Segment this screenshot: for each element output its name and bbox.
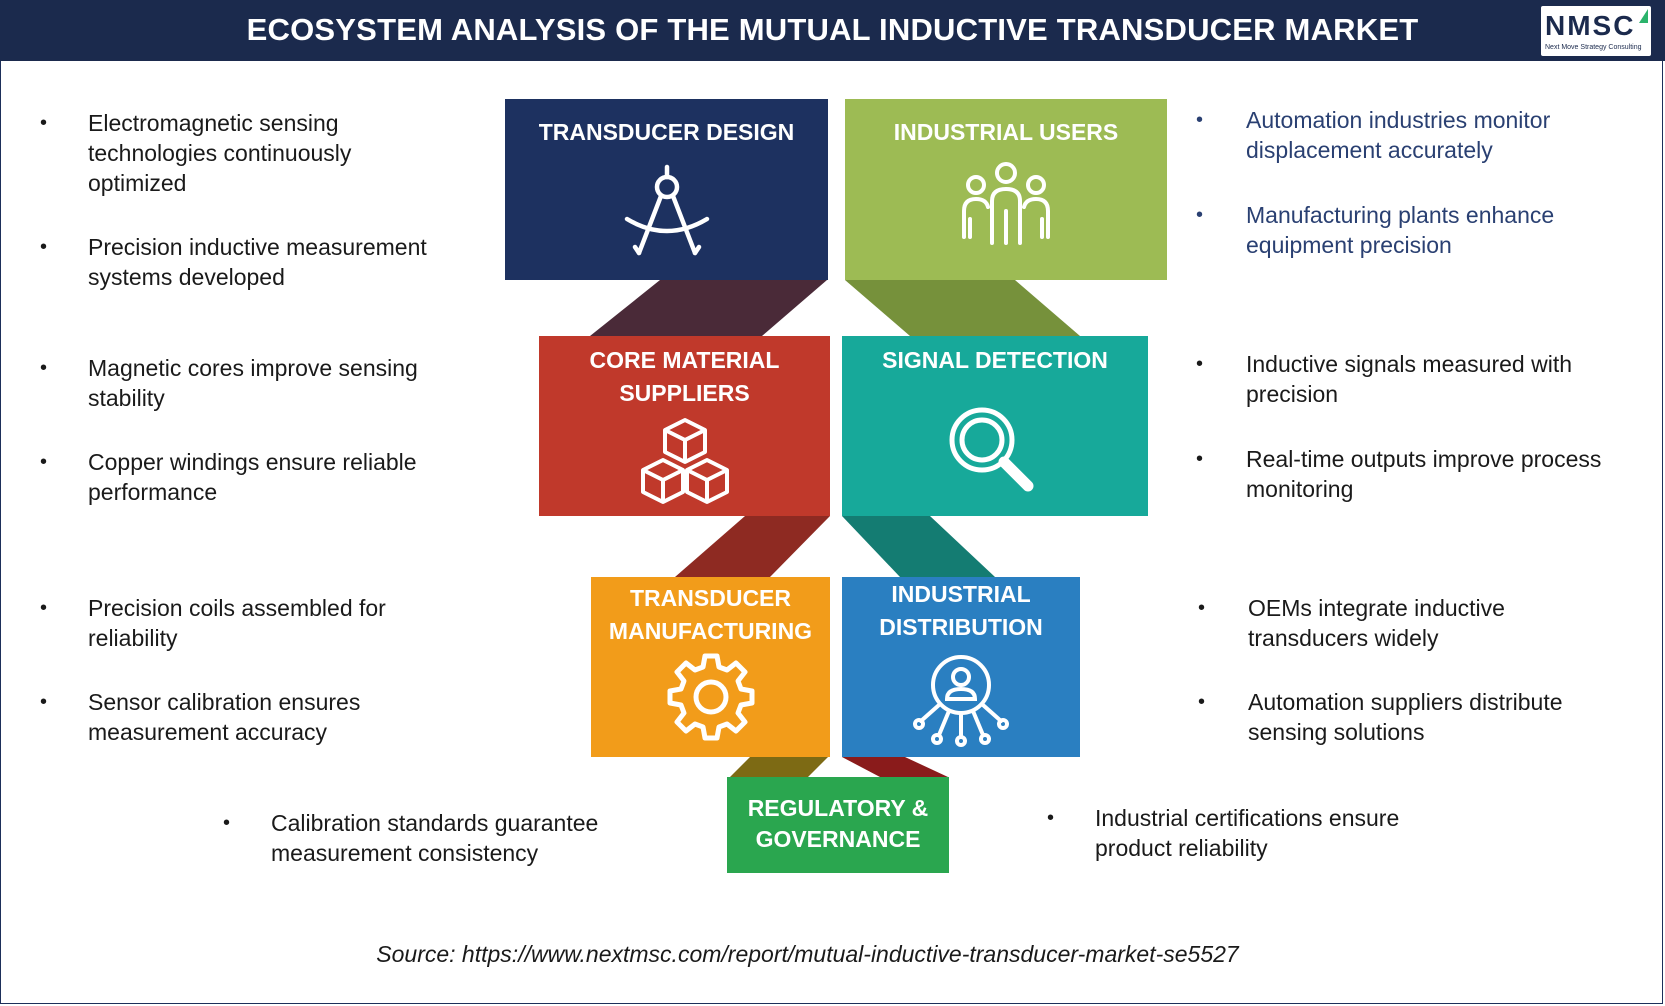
page-title: ECOSYSTEM ANALYSIS OF THE MUTUAL INDUCTI… xyxy=(246,12,1419,47)
block-title: TRANSDUCER DESIGN xyxy=(538,119,795,145)
magnifier-icon xyxy=(949,407,1034,492)
bullet-marker: • xyxy=(40,597,48,619)
bullet-marker: • xyxy=(1196,353,1204,375)
block-industrial-distribution: INDUSTRIAL DISTRIBUTION xyxy=(842,577,1080,757)
block-title: INDUSTRIAL DISTRIBUTION xyxy=(879,581,1043,640)
block-transducer-design: TRANSDUCER DESIGN xyxy=(505,99,828,280)
connector-signal-distribution xyxy=(842,516,995,577)
bullet-text: Real-time outputs improve process monito… xyxy=(1246,446,1602,502)
connector-distribution-regulatory xyxy=(842,757,948,777)
bullet-text: Precision coils assembled for reliabilit… xyxy=(88,595,386,651)
bullet-text: Inductive signals measured with precisio… xyxy=(1246,351,1572,407)
cubes-icon xyxy=(641,418,729,504)
bullet-marker: • xyxy=(1047,807,1055,829)
bullet-marker: • xyxy=(1196,109,1204,131)
block-regulatory-governance: REGULATORY & GOVERNANCE xyxy=(727,777,949,873)
block-title: INDUSTRIAL USERS xyxy=(893,119,1119,145)
bullet-text: OEMs integrate inductive transducers wid… xyxy=(1248,595,1505,651)
header-bar: ECOSYSTEM ANALYSIS OF THE MUTUAL INDUCTI… xyxy=(0,0,1665,61)
connector-users-signal xyxy=(845,280,1080,336)
bullet-marker: • xyxy=(40,112,48,134)
bullet-marker: • xyxy=(40,691,48,713)
bullet-text: Industrial certifications ensure product… xyxy=(1095,805,1400,861)
bullet-text: Electromagnetic sensing technologies con… xyxy=(88,110,352,196)
bullet-text: Automation suppliers distribute sensing … xyxy=(1248,689,1563,745)
users-icon xyxy=(962,162,1050,245)
connector-design-core xyxy=(590,280,827,336)
bullet-text: Calibration standards guarantee measurem… xyxy=(271,810,599,866)
connector-core-manufacturing xyxy=(675,516,830,577)
compass-icon xyxy=(624,164,710,256)
bullet-marker: • xyxy=(1196,448,1204,470)
block-title: TRANSDUCER MANUFACTURING xyxy=(608,585,813,644)
bullet-text: Precision inductive measurement systems … xyxy=(88,234,427,290)
logo-mark-icon xyxy=(1639,9,1648,23)
bullet-marker: • xyxy=(40,451,48,473)
bullet-text: Copper windings ensure reliable performa… xyxy=(88,449,417,505)
gear-icon xyxy=(667,653,755,741)
nmsc-logo: NMSC Next Move Strategy Consulting xyxy=(1541,6,1651,56)
block-title: SIGNAL DETECTION xyxy=(882,347,1108,373)
bullet-marker: • xyxy=(40,236,48,258)
logo-text: NMSC xyxy=(1545,10,1636,41)
bullet-text: Automation industries monitor displaceme… xyxy=(1246,107,1551,163)
bullet-marker: • xyxy=(1198,597,1206,619)
network-user-icon xyxy=(913,655,1009,747)
bullet-text: Magnetic cores improve sensing stability xyxy=(88,355,418,411)
source-citation: Source: https://www.nextmsc.com/report/m… xyxy=(376,941,1239,967)
bullet-marker: • xyxy=(40,357,48,379)
logo-subtext: Next Move Strategy Consulting xyxy=(1545,44,1642,51)
block-core-material-suppliers: CORE MATERIAL SUPPLIERS xyxy=(539,336,830,516)
block-title: REGULATORY & GOVERNANCE xyxy=(747,795,929,852)
connector-manufacturing-regulatory xyxy=(730,757,828,777)
bullet-marker: • xyxy=(223,812,231,834)
bullet-marker: • xyxy=(1196,204,1204,226)
block-title: CORE MATERIAL SUPPLIERS xyxy=(589,347,780,406)
bullet-text: Sensor calibration ensures measurement a… xyxy=(88,689,361,745)
block-industrial-users: INDUSTRIAL USERS xyxy=(845,99,1167,280)
bullet-text: Manufacturing plants enhance equipment p… xyxy=(1246,202,1555,258)
bullet-marker: • xyxy=(1198,691,1206,713)
block-signal-detection: SIGNAL DETECTION xyxy=(842,336,1148,516)
block-transducer-manufacturing: TRANSDUCER MANUFACTURING xyxy=(591,577,830,757)
